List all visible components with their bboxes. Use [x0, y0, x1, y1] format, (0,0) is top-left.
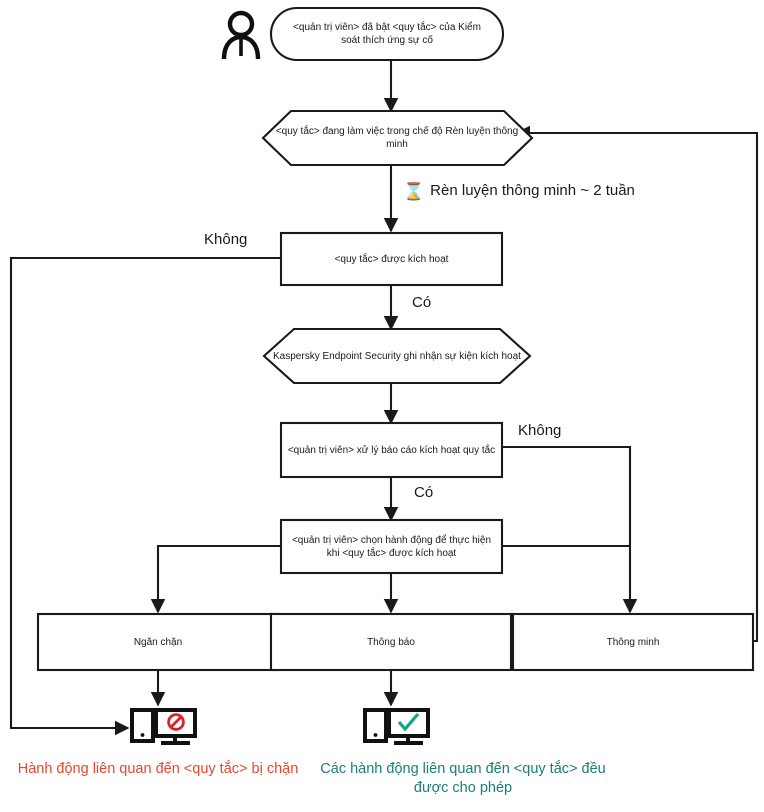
node-admin-action-shape — [279, 518, 504, 575]
edge-label-triggered-yes: Có — [412, 294, 432, 311]
hourglass-icon: ⌛ — [403, 181, 425, 201]
edge-triggered-no-to-blocked — [9, 256, 281, 736]
caption-blocked: Hành động liên quan đến <quy tắc> bị chặ… — [17, 761, 299, 777]
node-shapes — [36, 6, 755, 672]
node-rule-triggered-shape — [279, 231, 504, 287]
node-kes-logs-shape — [262, 327, 532, 385]
node-action-block-shape — [36, 612, 280, 672]
edge-action-to-block — [150, 544, 281, 614]
edge-report-no-to-smart — [502, 445, 638, 614]
user-icon-body — [221, 34, 261, 60]
monitor-blocked-icon — [130, 708, 197, 745]
node-action-smart-shape — [511, 612, 755, 672]
edge-label-report-yes: Có — [414, 484, 434, 501]
training-duration-label: ⌛ Rèn luyện thông minh ~ 2 tuần — [403, 181, 635, 201]
node-smart-training-shape — [261, 109, 534, 167]
node-admin-report-shape — [279, 421, 504, 479]
node-action-notify-shape — [269, 612, 513, 672]
edge-label-triggered-no: Không — [204, 231, 248, 248]
user-icon — [221, 10, 261, 60]
monitor-allowed-icon — [363, 708, 430, 745]
caption-allowed: Các hành động liên quan đến <quy tắc> đề… — [320, 761, 606, 796]
edge-label-report-no: Không — [518, 422, 562, 439]
node-start-shape — [269, 6, 505, 62]
user-icon-head — [227, 10, 255, 38]
edge-smart-loopback — [515, 125, 759, 643]
